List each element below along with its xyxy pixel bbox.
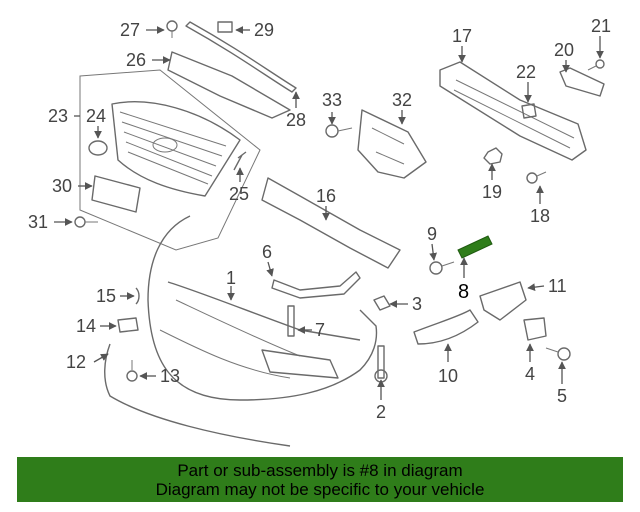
callout-22: 22 [516,62,536,82]
callout-28: 28 [286,110,306,130]
callout-8: 8 [458,281,469,303]
callout-33: 33 [322,90,342,110]
callout-21: 21 [591,16,611,36]
callout-2: 2 [376,402,386,422]
callout-5: 5 [557,386,567,406]
bracket-part-4 [523,317,547,341]
callout-23: 23 [48,106,68,126]
callout-14: 14 [76,316,96,336]
clip-part-22 [521,103,537,119]
molding-strip-12 [104,343,291,447]
bracket-part-6 [271,271,361,299]
screw-part-31 [74,216,98,228]
parts-diagram: 1 2 3 4 5 6 7 8 9 10 11 12 13 14 15 16 1… [28,16,611,447]
clip-part-27 [166,20,178,38]
bolt-part-33 [325,124,353,138]
callout-9: 9 [427,224,437,244]
callout-labels: 1 2 3 4 5 6 7 8 9 10 11 12 13 14 15 16 1… [28,16,611,422]
callout-3: 3 [412,294,422,314]
bumper-bracket-detail [371,127,405,165]
impact-bar-detail [453,79,575,149]
clip-part-3 [373,295,391,311]
bracket-part-20 [559,67,605,97]
callout-4: 4 [525,364,535,384]
screw-part-13 [126,360,138,382]
callout-19: 19 [482,182,502,202]
side-clip-part-15 [135,287,140,305]
callout-32: 32 [392,90,412,110]
callout-20: 20 [554,40,574,60]
bolt-part-21 [587,59,605,71]
clip-part-14 [117,317,139,333]
emblem-part [88,140,108,156]
clip-part-7 [287,305,295,337]
bolt-part-2 [374,345,388,383]
bolt-part-18 [526,171,547,184]
impact-bar-part [439,61,587,161]
callout-30: 30 [52,176,72,196]
banner-line-1: Part or sub-assembly is #8 in diagram [177,461,463,480]
fog-lamp-bezel [413,309,479,345]
callout-6: 6 [262,242,272,262]
callout-16: 16 [316,186,336,206]
callout-11: 11 [548,276,567,296]
upper-support-part [261,177,401,269]
banner-line-2: Diagram may not be specific to your vehi… [155,480,485,499]
callout-31: 31 [28,212,48,232]
screw-part-25 [233,151,247,171]
callout-15: 15 [96,286,116,306]
radiator-grille [111,101,241,197]
license-bracket [91,175,141,213]
grille-assembly-outline [79,69,261,251]
highlighted-part-8 [457,235,493,259]
bolt-part-5 [545,347,571,361]
bolt-part-9 [429,261,455,275]
callout-leaders [54,26,604,400]
callout-7: 7 [315,320,325,340]
seal-strip-part [185,21,297,93]
callout-10: 10 [438,366,458,386]
callout-17: 17 [452,26,472,46]
clip-part-29 [217,21,233,33]
callout-27: 27 [120,20,140,40]
callout-26: 26 [126,50,146,70]
info-banner: Part or sub-assembly is #8 in diagram Di… [17,457,623,502]
callout-13: 13 [160,366,180,386]
callout-12: 12 [66,352,86,372]
upper-cover-part [167,51,291,119]
side-bezel-part [479,281,527,321]
callout-25: 25 [229,184,249,204]
bumper-bracket-part [357,109,427,179]
callout-24: 24 [86,106,106,126]
nut-part [483,147,503,165]
callout-1: 1 [226,268,236,288]
callout-29: 29 [254,20,274,40]
callout-18: 18 [530,206,550,226]
